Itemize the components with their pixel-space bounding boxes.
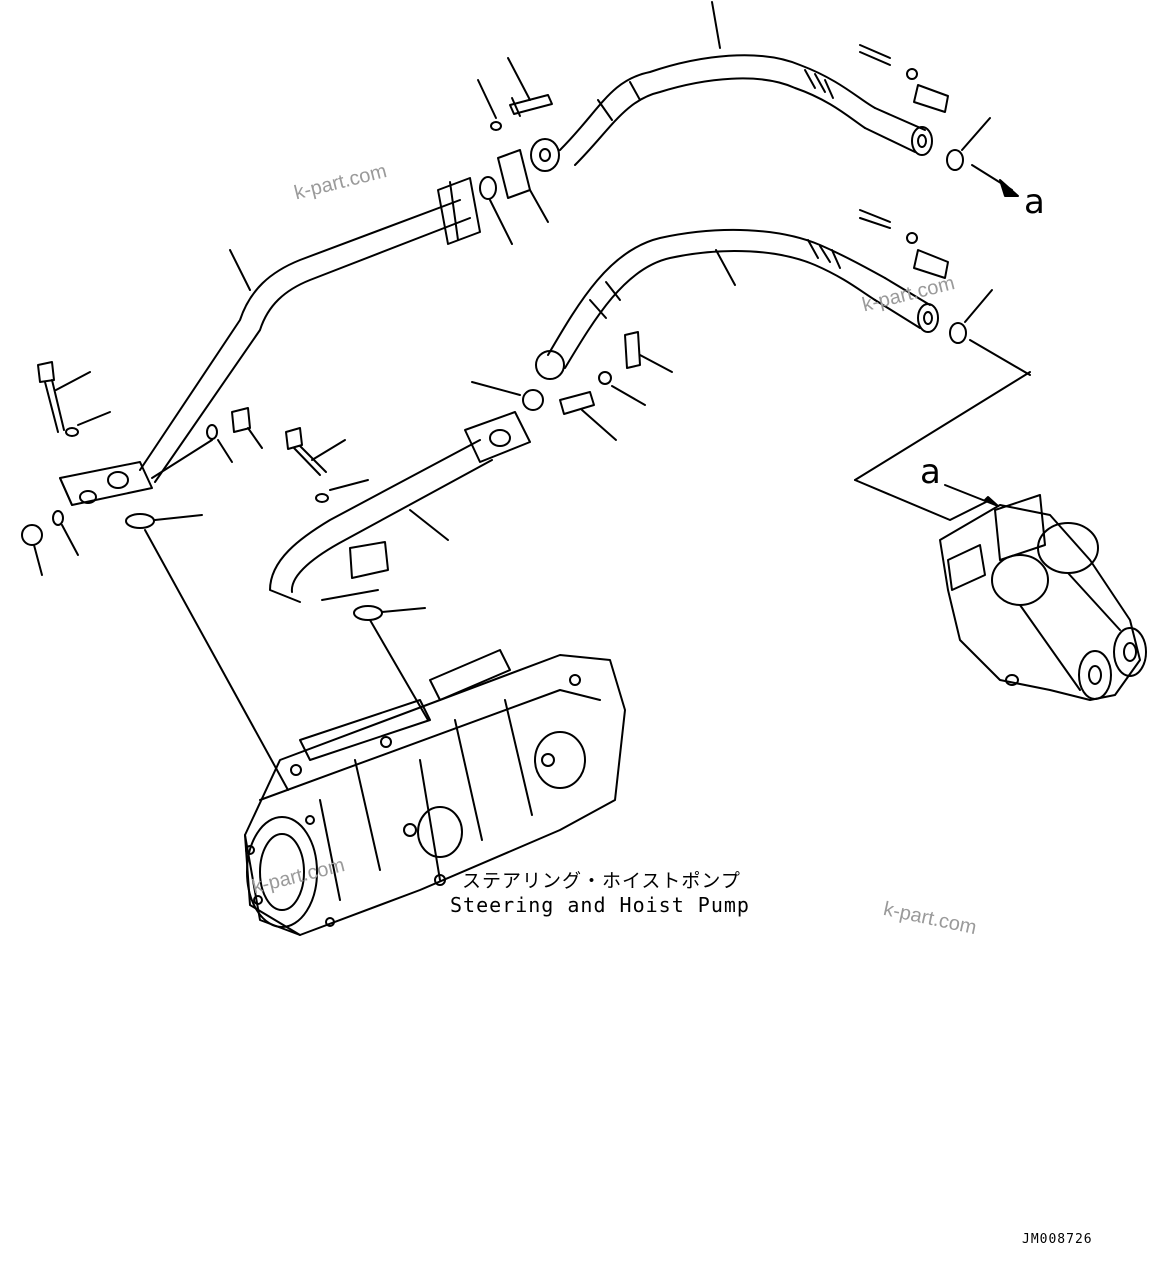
- lower-flange-parts: [471, 331, 673, 441]
- leader-lines: [144, 529, 429, 791]
- left-hardware: [21, 361, 263, 576]
- pump-caption-japanese: ステアリング・ホイストポンプ: [462, 870, 741, 892]
- valve-block: [854, 371, 1147, 701]
- reference-label-lower: a: [920, 452, 941, 492]
- left-tube: [59, 177, 481, 506]
- reference-label-upper: a: [1024, 182, 1045, 222]
- pump-caption-english: Steering and Hoist Pump: [450, 893, 750, 917]
- upper-flange-parts: [477, 44, 1019, 245]
- middle-tube: [269, 411, 531, 621]
- upper-hose: [530, 1, 933, 172]
- drawing-code: JM008726: [1022, 1232, 1093, 1247]
- pump-assembly: [244, 649, 626, 936]
- lower-hose: [535, 209, 1031, 380]
